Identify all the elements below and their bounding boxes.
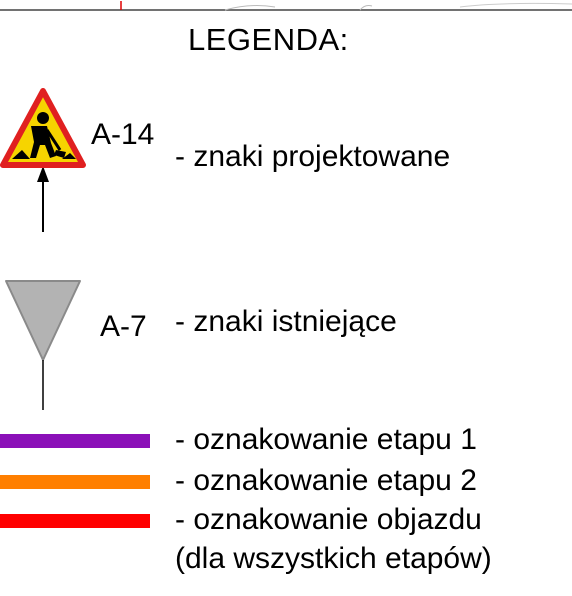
all-stages-note: (dla wszystkich etapów) (175, 542, 492, 575)
stage-1-label: - oznakowanie etapu 1 (175, 423, 477, 456)
sign-code-a14: A-14 (91, 118, 155, 151)
sign-code-a7: A-7 (100, 310, 147, 343)
existing-signs-label: - znaki istniejące (175, 305, 397, 338)
map-fragment-strip (0, 0, 572, 12)
yield-sign-icon (0, 276, 86, 412)
stage-1-line-sample (0, 434, 150, 448)
designed-signs-label: - znaki projektowane (175, 140, 451, 173)
detour-line-sample (0, 514, 150, 528)
stage-2-line-sample (0, 475, 150, 489)
stage-2-label: - oznakowanie etapu 2 (175, 464, 477, 497)
legend-title: LEGENDA: (188, 22, 349, 57)
road-works-sign-icon (0, 88, 86, 234)
detour-label: - oznakowanie objazdu (175, 503, 482, 536)
